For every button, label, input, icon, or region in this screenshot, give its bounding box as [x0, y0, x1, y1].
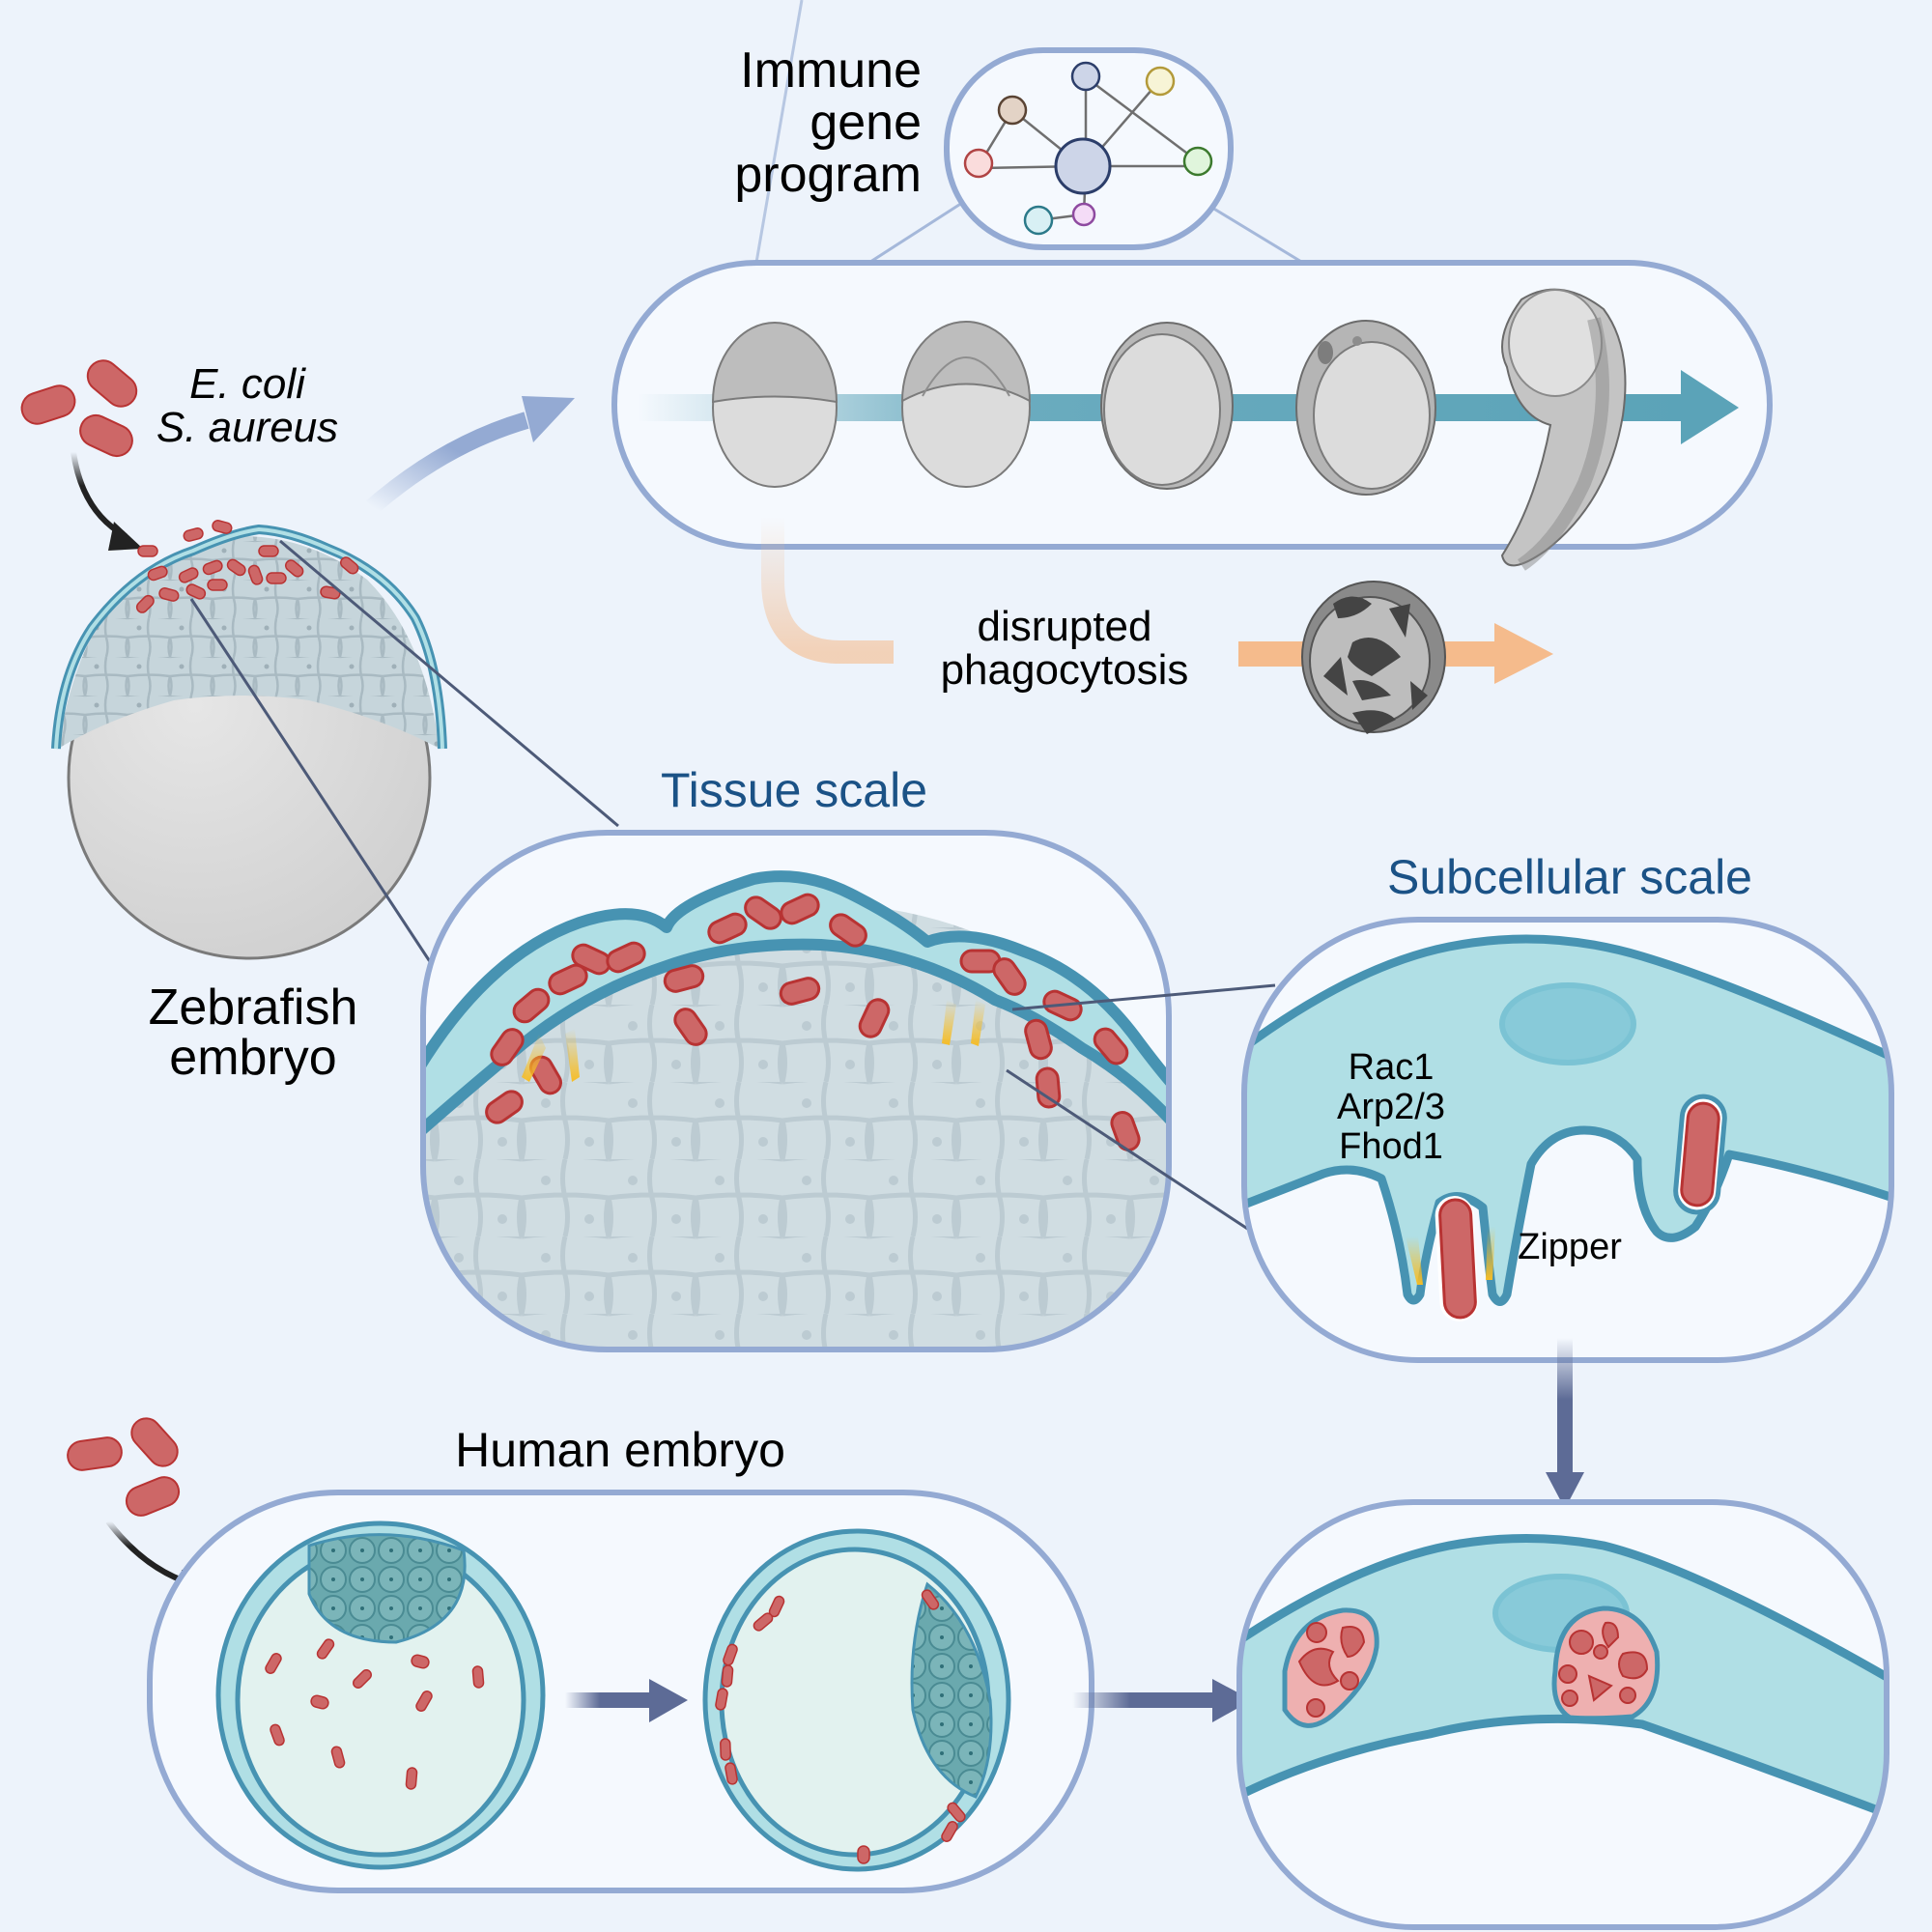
down-arrow-shaft: [1557, 1338, 1573, 1492]
protein-arp23: Arp2/3: [1337, 1087, 1445, 1127]
human-embryo-title: Human embryo: [455, 1423, 785, 1477]
blastocyst-infected: [215, 1520, 546, 1870]
blastocyst-1-bacteria: [265, 1638, 485, 1790]
phagosome-left: [1282, 1607, 1379, 1728]
gene-node-brown: [997, 95, 1028, 126]
disrupted-embryo-icon: [1301, 581, 1446, 734]
infection-arrowhead-top: [108, 522, 143, 551]
embryo-stage-1: [711, 322, 838, 488]
gene-node-top: [1070, 61, 1101, 92]
human-embryo-panel: [147, 1490, 1094, 1893]
zoom-line-sub-2: [1006, 1068, 1253, 1234]
gene-node-green: [1182, 146, 1213, 177]
bacteria-cluster-bottom: [67, 1417, 181, 1517]
phagosome-right: [1551, 1605, 1661, 1721]
human-arrow-1-shaft: [565, 1692, 652, 1708]
bacteria-cluster-top: [20, 359, 138, 458]
embryo-stage-4: [1295, 320, 1436, 496]
immune-program-label-3: program: [734, 147, 922, 203]
infection-arrow-top: [71, 451, 128, 539]
down-arrow-head: [1546, 1472, 1584, 1509]
human-arrow-2-head: [1212, 1679, 1252, 1722]
gene-node-red: [963, 148, 994, 179]
tissue-scale-panel: [420, 830, 1172, 1352]
nucleus: [1499, 982, 1636, 1065]
disrupted-arrow-head: [1494, 623, 1553, 684]
protein-rac1: Rac1: [1349, 1047, 1435, 1088]
immune-program-bubble: [944, 47, 1234, 250]
human-arrow-1-head: [649, 1679, 688, 1722]
subcellular-panel: [1241, 917, 1894, 1363]
human-arrow-2-shaft: [1072, 1692, 1217, 1708]
blastocyst-2-bacteria: [715, 1589, 966, 1864]
development-panel: [611, 260, 1773, 571]
zoom-line-sub-1: [1011, 983, 1276, 1011]
subcellular-scale-title: Subcellular scale: [1387, 850, 1752, 904]
embryo-stage-2: [900, 321, 1032, 488]
immune-program-label-2: gene: [810, 95, 922, 151]
zebrafish-embryo: [51, 520, 447, 960]
pathogen-label-ecoli: E. coli: [189, 360, 306, 408]
gene-node-pink: [1071, 202, 1096, 227]
gene-node-yellow: [1145, 66, 1176, 97]
tissue-scale-title: Tissue scale: [661, 763, 927, 817]
to-development-arrowhead: [522, 396, 575, 442]
embryo-stage-3: [1100, 322, 1234, 490]
zipper-label: Zipper: [1518, 1227, 1622, 1267]
gene-node-hub: [1054, 137, 1112, 195]
blastocyst-phagocytosis: [702, 1528, 1011, 1872]
disrupted-curve: [761, 517, 894, 664]
zoom-line-tissue-1: [279, 539, 619, 828]
immune-program-label-1: Immune: [740, 43, 922, 99]
protein-fhod1: Fhod1: [1339, 1126, 1443, 1167]
zebrafish-label-1: Zebrafish: [149, 980, 358, 1036]
development-arrow-head: [1681, 370, 1739, 444]
zebrafish-label-2: embryo: [169, 1030, 336, 1086]
phagosome-panel: [1236, 1499, 1889, 1930]
embryo-stage-5-larva: [1500, 288, 1627, 571]
disrupted-label-2: phagocytosis: [941, 646, 1189, 694]
pathogen-label-saureus: S. aureus: [156, 404, 338, 451]
gene-node-cyan: [1023, 205, 1054, 236]
zebrafish-bacteria: [135, 520, 359, 613]
tissue-bacteria: [485, 893, 1141, 1151]
disrupted-label-1: disrupted: [977, 603, 1151, 650]
to-development-arrow: [366, 412, 529, 514]
zoom-line-tissue-2: [189, 598, 435, 967]
